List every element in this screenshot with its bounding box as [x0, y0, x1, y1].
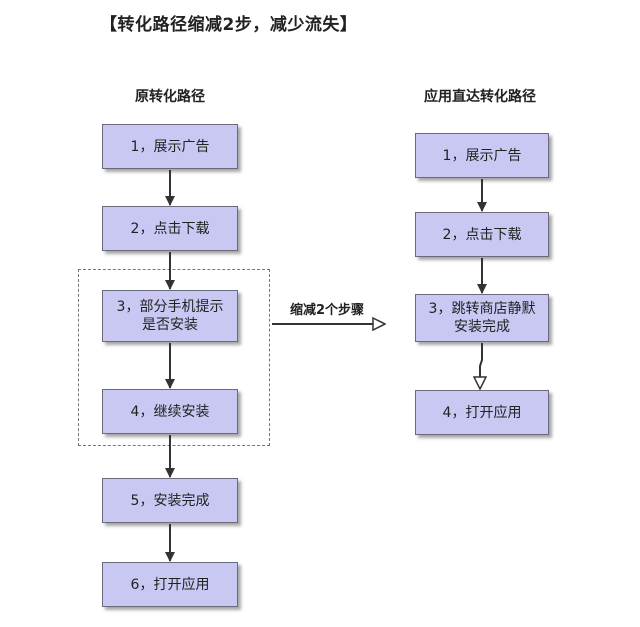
left-column-heading: 原转化路径	[135, 89, 205, 105]
left-step-1-label: 1，展示广告	[130, 138, 210, 155]
right-step-2-label: 2，点击下载	[442, 226, 522, 243]
right-step-4: 4，打开应用	[415, 390, 549, 435]
right-step-3-label: 3，跳转商店静默安装完成	[428, 301, 536, 335]
left-step-1: 1，展示广告	[102, 124, 238, 169]
removed-steps-group	[78, 269, 270, 446]
right-step-1-label: 1，展示广告	[442, 147, 522, 164]
left-step-5: 5，安装完成	[102, 478, 238, 523]
left-step-5-label: 5，安装完成	[130, 492, 210, 509]
left-step-2: 2，点击下载	[102, 206, 238, 251]
left-step-2-label: 2，点击下载	[130, 220, 210, 237]
left-step-4: 4，继续安装	[102, 389, 238, 434]
right-step-3: 3，跳转商店静默安装完成	[415, 294, 549, 342]
right-step-4-label: 4，打开应用	[442, 404, 522, 421]
right-column-heading: 应用直达转化路径	[424, 89, 536, 105]
arrow-right-3-4	[480, 343, 482, 389]
left-step-3-label: 3，部分手机提示是否安装	[116, 299, 224, 333]
left-step-4-label: 4，继续安装	[130, 403, 210, 420]
left-step-6-label: 6，打开应用	[130, 576, 210, 593]
left-step-3: 3，部分手机提示是否安装	[102, 290, 238, 342]
left-step-6: 6，打开应用	[102, 562, 238, 607]
connector-label: 缩减2个步骤	[290, 303, 365, 318]
right-step-2: 2，点击下载	[415, 212, 549, 257]
right-step-1: 1，展示广告	[415, 133, 549, 178]
diagram-title: 【转化路径缩减2步，减少流失】	[100, 15, 358, 35]
